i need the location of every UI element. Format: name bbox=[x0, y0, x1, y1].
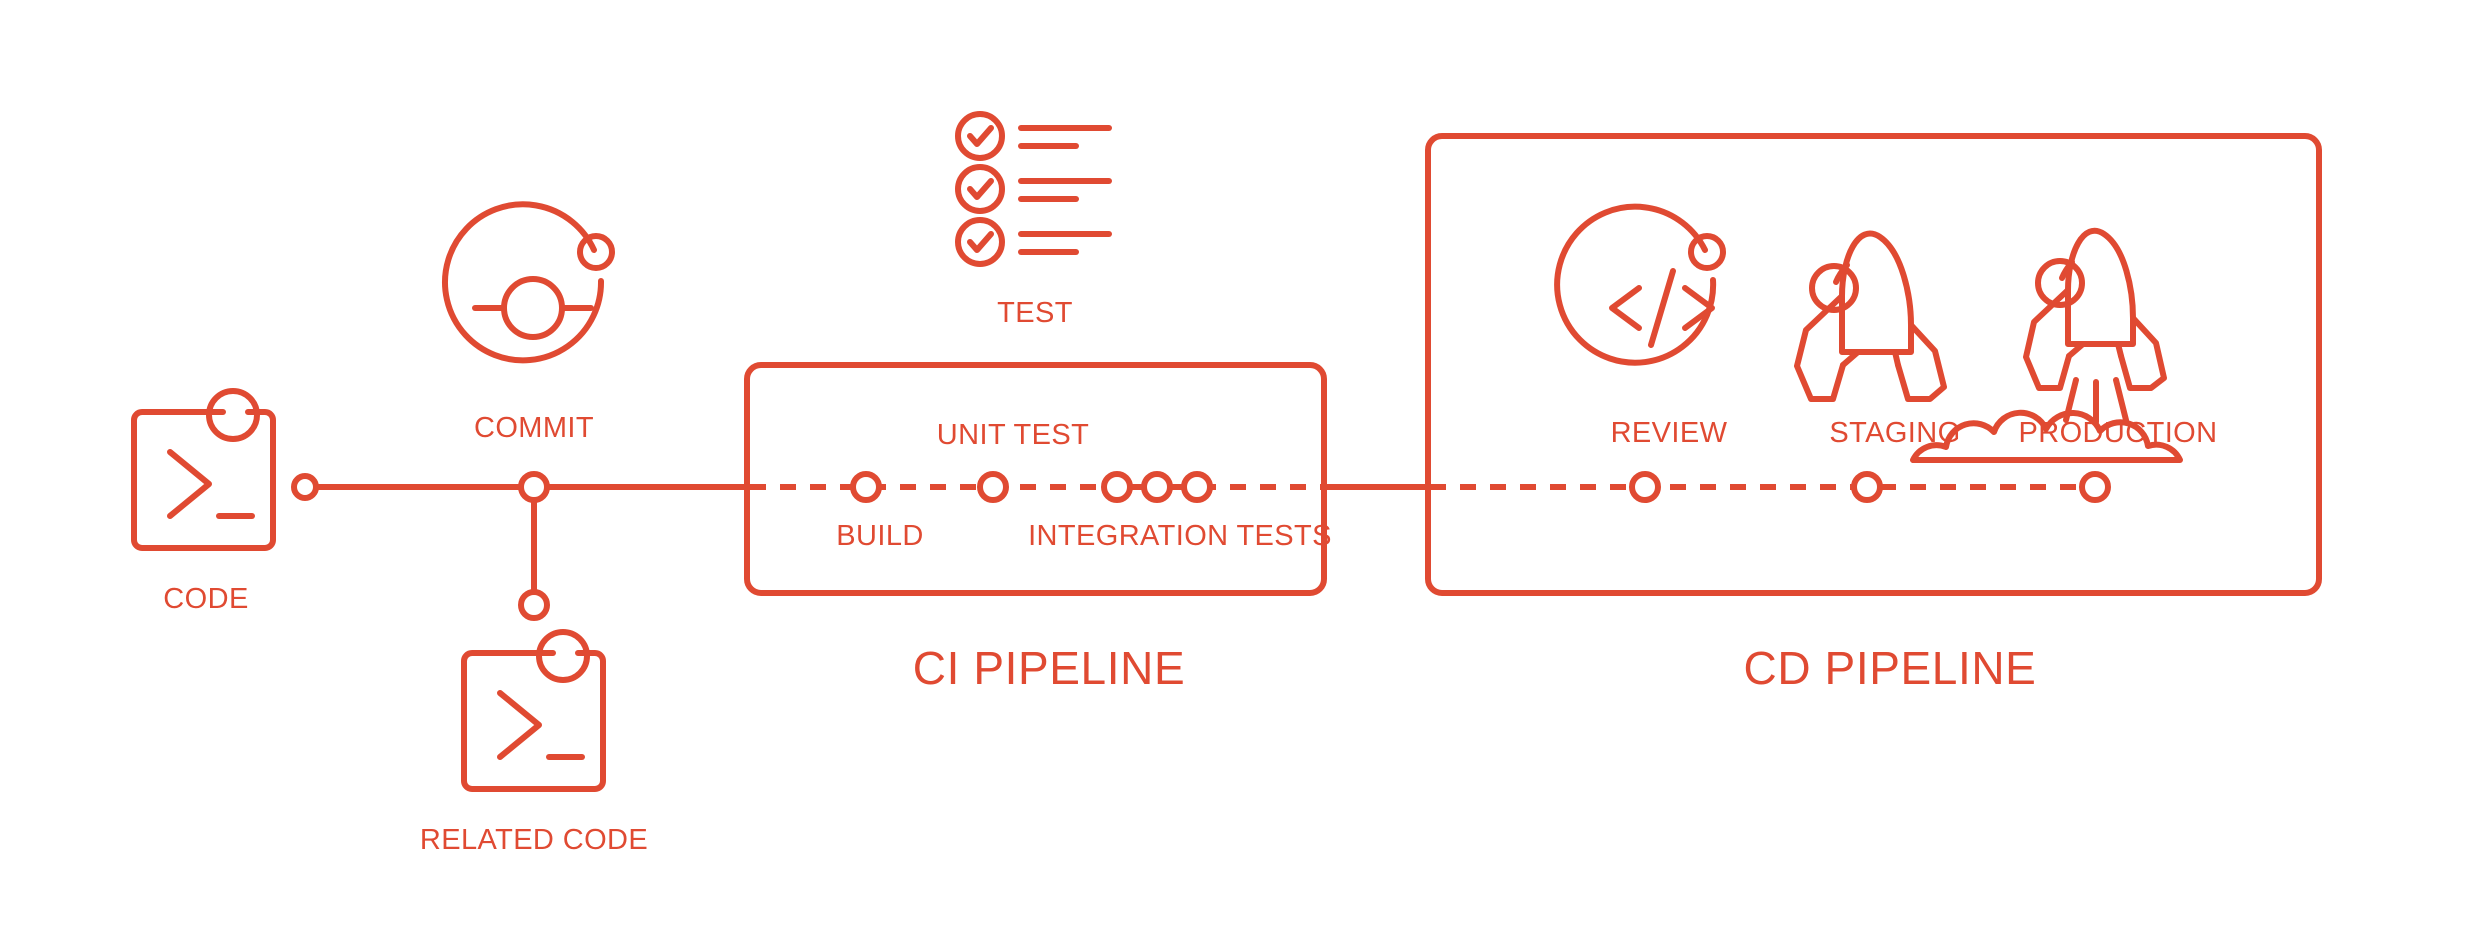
terminal-code-icon bbox=[131, 388, 276, 551]
commit-orbit-icon bbox=[442, 201, 615, 364]
node-integration-test-2[interactable] bbox=[1141, 471, 1173, 503]
flow-nodes bbox=[291, 471, 2111, 503]
node-production[interactable] bbox=[2079, 471, 2111, 503]
title-cd-pipeline: CD PIPELINE bbox=[1744, 642, 2037, 694]
branch-end-node bbox=[518, 589, 550, 621]
ci-pipeline-box bbox=[744, 362, 1327, 596]
label-production: PRODUCTION bbox=[2019, 417, 2218, 449]
node-commit[interactable] bbox=[518, 471, 550, 503]
rocket-launch-icon bbox=[1910, 227, 2183, 463]
cd-pipeline-box bbox=[1425, 133, 2322, 596]
rocket-icon bbox=[1794, 230, 1947, 402]
label-related-code: RELATED CODE bbox=[420, 824, 648, 856]
node-integration-test-3[interactable] bbox=[1181, 471, 1213, 503]
code-review-icon bbox=[1554, 203, 1726, 366]
label-commit: COMMIT bbox=[474, 412, 594, 444]
related-code-branch-line bbox=[518, 487, 550, 621]
cd-pipeline-box-outline bbox=[1425, 133, 2322, 596]
node-build[interactable] bbox=[850, 471, 882, 503]
label-review: REVIEW bbox=[1611, 417, 1728, 449]
checklist-icon bbox=[955, 111, 1112, 267]
node-staging[interactable] bbox=[1851, 471, 1883, 503]
label-unit-test: UNIT TEST bbox=[937, 419, 1089, 451]
ci-pipeline-box-outline bbox=[744, 362, 1327, 596]
node-unit-test[interactable] bbox=[977, 471, 1009, 503]
label-integration-tests: INTEGRATION TESTS bbox=[1028, 520, 1332, 552]
label-test: TEST bbox=[997, 297, 1073, 329]
related-terminal-code-icon bbox=[461, 629, 606, 792]
label-build: BUILD bbox=[836, 520, 923, 552]
node-integration-test-1[interactable] bbox=[1101, 471, 1133, 503]
title-ci-pipeline: CI PIPELINE bbox=[913, 642, 1185, 694]
label-staging: STAGING bbox=[1829, 417, 1960, 449]
node-review[interactable] bbox=[1629, 471, 1661, 503]
label-code: CODE bbox=[163, 583, 248, 615]
node-code[interactable] bbox=[291, 473, 319, 501]
